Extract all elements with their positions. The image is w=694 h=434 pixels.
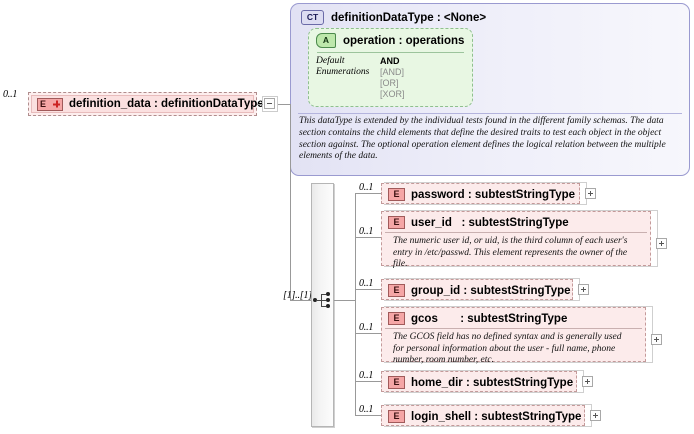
sequence-compositor-icon xyxy=(313,292,333,309)
root-cardinality-label: 0..1 xyxy=(3,89,18,100)
seq-branch-mid xyxy=(321,300,326,301)
connector-child-home-dir xyxy=(355,381,383,382)
expand-button-group-id[interactable] xyxy=(578,284,589,295)
element-icon: E xyxy=(388,188,405,201)
element-icon: E xyxy=(388,410,405,423)
child-header-password: E password : subtestStringType xyxy=(382,184,579,204)
child-cardinality-home-dir: 0..1 xyxy=(359,370,374,381)
seq-link xyxy=(316,300,321,301)
plus-glyph-icon xyxy=(53,100,60,108)
element-icon: E xyxy=(388,216,405,229)
root-element-label: definition_data : definitionDataType xyxy=(69,98,264,110)
attribute-divider xyxy=(317,52,464,53)
child-cardinality-user-id: 0..1 xyxy=(359,226,374,237)
seq-node-root xyxy=(313,298,317,302)
child-cardinality-gcos: 0..1 xyxy=(359,322,374,333)
child-cardinality-group-id: 0..1 xyxy=(359,278,374,289)
complextype-doc-divider xyxy=(298,113,682,114)
child-element-group-id[interactable]: E group_id : subtestStringType xyxy=(381,279,573,300)
connector-child-group-id xyxy=(355,289,383,290)
child-label-gcos: gcos : subtestStringType xyxy=(411,312,568,325)
expand-button-home-dir[interactable] xyxy=(582,376,593,387)
attribute-title: operation : operations xyxy=(343,34,465,47)
complextype-documentation: This dataType is extended by the individ… xyxy=(299,116,666,162)
sequence-cardinality-label: [1]..[1] xyxy=(283,290,312,301)
facet-value: [OR] xyxy=(380,78,399,88)
connector-toggle-to-complextype xyxy=(278,104,290,105)
child-element-user-id[interactable]: E user_id : subtestStringType The numeri… xyxy=(381,211,651,269)
attribute-facet-row: [XOR] xyxy=(316,89,472,100)
facet-value: [XOR] xyxy=(380,89,405,99)
root-collapse-button[interactable] xyxy=(264,98,275,109)
child-header-login-shell: E login_shell : subtestStringType xyxy=(382,406,584,426)
attribute-facet-row: Default AND xyxy=(316,56,472,67)
seq-node-1 xyxy=(326,292,330,296)
seq-branch-top xyxy=(321,294,326,295)
child-header-user-id: E user_id : subtestStringType xyxy=(382,212,650,232)
connector-child-password xyxy=(355,193,383,194)
child-element-home-dir[interactable]: E home_dir : subtestStringType xyxy=(381,371,577,392)
child-element-login-shell[interactable]: E login_shell : subtestStringType xyxy=(381,405,585,426)
connector-trunk-to-sequence xyxy=(290,300,311,301)
child-label-group-id: group_id : subtestStringType xyxy=(411,284,571,297)
child-element-password[interactable]: E password : subtestStringType xyxy=(381,183,580,204)
facet-value: [AND] xyxy=(380,67,405,77)
element-icon: E xyxy=(388,376,405,389)
element-icon-letter: E xyxy=(40,98,47,109)
expand-button-password[interactable] xyxy=(585,188,596,199)
seq-node-2 xyxy=(326,298,330,302)
connector-children-vertical xyxy=(355,193,356,415)
connector-child-gcos xyxy=(355,333,383,334)
connector-trunk-vertical xyxy=(290,104,291,300)
expand-button-user-id[interactable] xyxy=(656,238,667,249)
connector-sequence-to-children xyxy=(334,300,356,301)
child-element-gcos[interactable]: E gcos : subtestStringType The GCOS fiel… xyxy=(381,307,646,365)
child-cardinality-login-shell: 0..1 xyxy=(359,404,374,415)
seq-node-3 xyxy=(326,304,330,308)
child-label-user-id: user_id : subtestStringType xyxy=(411,216,569,229)
root-element-definition-data[interactable]: E definition_data : definitionDataType xyxy=(28,92,264,116)
child-header-gcos: E gcos : subtestStringType xyxy=(382,308,645,328)
child-header-group-id: E group_id : subtestStringType xyxy=(382,280,572,300)
facet-key xyxy=(316,78,380,89)
attribute-box-operation[interactable]: A operation : operations Default AND Enu… xyxy=(308,28,473,107)
connector-root-to-toggle xyxy=(257,104,263,105)
facet-key: Enumerations xyxy=(316,67,370,77)
facet-value: AND xyxy=(380,56,400,66)
complextype-title: definitionDataType : <None> xyxy=(331,11,487,24)
facet-key xyxy=(316,89,380,100)
facet-key: Default xyxy=(316,56,345,66)
expand-button-login-shell[interactable] xyxy=(590,410,601,421)
complextype-header: CT definitionDataType : <None> xyxy=(291,4,689,25)
child-documentation-user-id: The numeric user id, or uid, is the thir… xyxy=(385,232,647,275)
attribute-facet-row: [OR] xyxy=(316,78,472,89)
child-documentation-gcos: The GCOS field has no defined syntax and… xyxy=(385,328,642,371)
attribute-icon: A xyxy=(316,33,336,48)
sequence-compositor-bar[interactable] xyxy=(311,183,334,427)
element-icon: E xyxy=(388,312,405,325)
attribute-facet-table: Default AND Enumerations [AND] [OR] [XOR… xyxy=(316,56,472,100)
child-cardinality-password: 0..1 xyxy=(359,182,374,193)
attribute-facet-row: Enumerations [AND] xyxy=(316,67,472,78)
child-header-home-dir: E home_dir : subtestStringType xyxy=(382,372,576,392)
root-element-inner: E definition_data : definitionDataType xyxy=(31,95,264,113)
attribute-header: A operation : operations xyxy=(309,29,472,48)
child-label-login-shell: login_shell : subtestStringType xyxy=(411,410,582,423)
connector-child-login-shell xyxy=(355,415,383,416)
connector-child-user-id xyxy=(355,237,383,238)
seq-branch-bot xyxy=(321,306,326,307)
complextype-icon: CT xyxy=(301,10,324,25)
child-label-password: password : subtestStringType xyxy=(411,188,576,201)
element-icon: E xyxy=(388,284,405,297)
element-plus-icon: E xyxy=(37,97,63,111)
child-label-home-dir: home_dir : subtestStringType xyxy=(411,376,574,389)
expand-button-gcos[interactable] xyxy=(651,334,662,345)
